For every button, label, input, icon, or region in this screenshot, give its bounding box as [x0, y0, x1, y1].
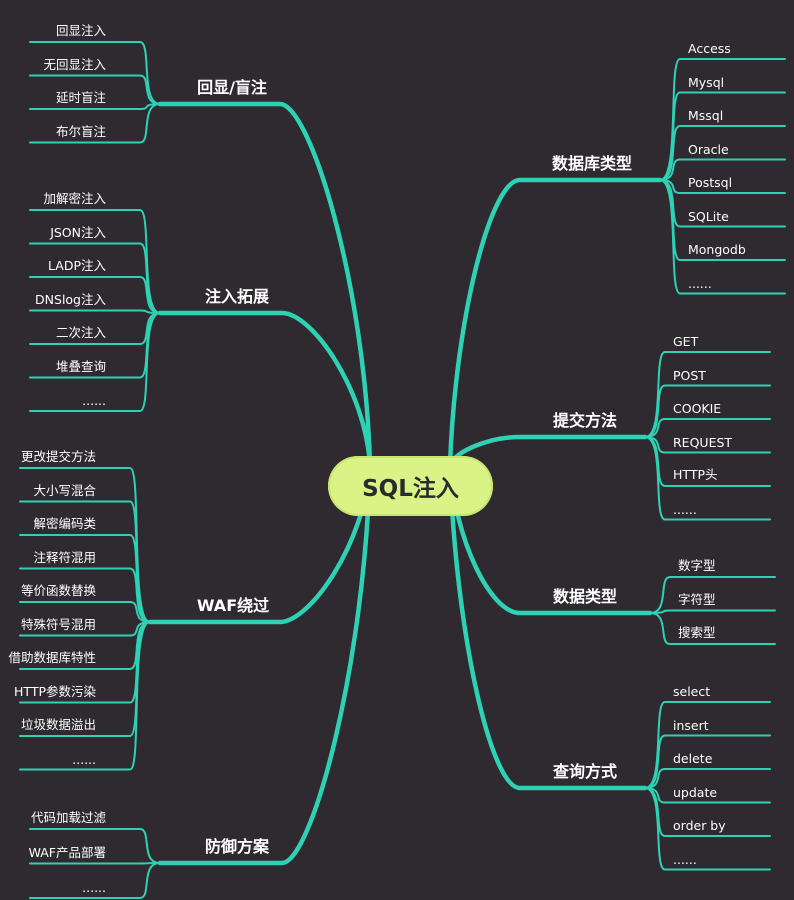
leaf-label[interactable]: ...... — [82, 880, 106, 895]
leaf-connector — [29, 312, 161, 412]
branch-connector — [157, 101, 373, 468]
leaf-connector — [644, 418, 771, 438]
leaf-connector — [29, 276, 161, 314]
leaf-label[interactable]: ...... — [673, 851, 697, 867]
branch-label[interactable]: 数据库类型 — [551, 154, 633, 173]
branch-label[interactable]: 回显/盲注 — [197, 78, 267, 97]
leaf-label[interactable]: 加解密注入 — [43, 191, 106, 206]
leaf-connector — [29, 862, 161, 899]
leaf-label[interactable]: POST — [673, 367, 706, 383]
leaf-label[interactable]: JSON注入 — [50, 224, 106, 240]
leaf-connector — [29, 209, 161, 314]
leaf-connector — [29, 74, 161, 105]
leaf-label[interactable]: Mysql — [688, 74, 725, 90]
leaf-connector — [644, 768, 771, 789]
leaf-label[interactable]: DNSlog注入 — [35, 291, 106, 307]
leaf-connector — [29, 103, 161, 144]
branch-label[interactable]: 数据类型 — [552, 587, 618, 606]
leaf-label[interactable]: 大小写混合 — [33, 482, 96, 498]
leaf-connector — [29, 41, 161, 105]
leaf-label[interactable]: 特殊符号混用 — [20, 616, 96, 632]
leaf-connector — [644, 384, 771, 438]
leaf-label[interactable]: WAF产品部署 — [28, 844, 106, 860]
leaf-label[interactable]: 无回显注入 — [43, 56, 106, 72]
leaf-label[interactable]: 借助数据库特性 — [8, 650, 96, 665]
leaf-connector — [644, 436, 771, 521]
leaf-connector — [644, 701, 771, 789]
leaf-label[interactable]: Oracle — [688, 141, 729, 157]
leaf-connector — [19, 601, 151, 623]
branch-label[interactable]: 注入拓展 — [204, 287, 270, 306]
leaf-label[interactable]: Mssql — [688, 108, 724, 123]
leaf-label[interactable]: ...... — [72, 751, 96, 767]
leaf-connector — [29, 242, 161, 314]
branch-label[interactable]: 提交方法 — [552, 411, 618, 430]
leaf-label[interactable]: 搜索型 — [678, 625, 716, 640]
leaf-label[interactable]: 堆叠查询 — [55, 358, 106, 374]
leaf-connector — [644, 787, 771, 871]
branch-label[interactable]: 防御方案 — [204, 837, 270, 856]
leaf-label[interactable]: 解密编码类 — [33, 516, 96, 531]
leaf-connector — [19, 534, 151, 623]
leaf-connector — [659, 91, 786, 181]
leaf-connector — [644, 734, 771, 789]
leaf-connector — [649, 612, 776, 645]
leaf-label[interactable]: 布尔盲注 — [55, 123, 106, 139]
leaf-label[interactable]: 回显注入 — [55, 23, 106, 38]
leaf-label[interactable]: 等价函数替换 — [20, 583, 96, 598]
leaf-connector — [29, 862, 161, 865]
leaf-connector — [659, 158, 786, 181]
leaf-label[interactable]: delete — [673, 751, 713, 766]
leaf-connector — [29, 828, 161, 864]
leaf-label[interactable]: LADP注入 — [48, 258, 106, 273]
branch-connector — [447, 462, 648, 791]
leaf-label[interactable]: SQLite — [688, 208, 729, 224]
branch-label[interactable]: WAF绕过 — [196, 596, 270, 615]
leaf-label[interactable]: 延时盲注 — [55, 90, 106, 105]
leaf-label[interactable]: 代码加载过滤 — [30, 810, 106, 825]
branch-connector — [157, 462, 373, 866]
branch-connector — [157, 310, 373, 468]
branch-connector — [447, 177, 663, 468]
leaf-label[interactable]: ...... — [688, 275, 712, 291]
leaf-connector — [19, 621, 151, 771]
leaf-label[interactable]: select — [673, 684, 711, 699]
leaf-label[interactable]: insert — [673, 717, 709, 733]
leaf-connector — [644, 351, 771, 438]
leaf-connector — [659, 125, 786, 181]
leaf-connector — [649, 576, 776, 614]
leaf-label[interactable]: Mongodb — [688, 242, 746, 257]
leaf-label[interactable]: HTTP头 — [673, 467, 718, 482]
leaf-label[interactable]: GET — [673, 334, 699, 349]
leaf-label[interactable]: order by — [673, 818, 726, 833]
leaf-label[interactable]: 字符型 — [678, 591, 716, 607]
branch-label[interactable]: 查询方式 — [552, 762, 618, 781]
leaf-connector — [659, 179, 786, 295]
leaf-label[interactable]: ...... — [82, 393, 106, 408]
leaf-label[interactable]: 垃圾数据溢出 — [20, 717, 96, 732]
leaf-label[interactable]: 数字型 — [678, 558, 716, 573]
leaf-connector — [19, 567, 151, 623]
root-node[interactable]: SQL注入 — [328, 456, 493, 516]
leaf-label[interactable]: 注释符混用 — [33, 549, 96, 565]
leaf-label[interactable]: REQUEST — [673, 434, 733, 450]
leaf-connector — [649, 609, 776, 614]
leaf-label[interactable]: Postsql — [688, 175, 733, 190]
leaf-label[interactable]: Access — [688, 41, 731, 56]
leaf-label[interactable]: update — [673, 784, 718, 800]
leaf-connector — [29, 309, 161, 314]
leaf-label[interactable]: COOKIE — [673, 401, 722, 416]
leaf-label[interactable]: HTTP参数污染 — [14, 683, 96, 699]
leaf-label[interactable]: 更改提交方法 — [20, 449, 96, 464]
leaf-label[interactable]: 二次注入 — [55, 325, 106, 340]
leaf-label[interactable]: ...... — [673, 501, 697, 517]
